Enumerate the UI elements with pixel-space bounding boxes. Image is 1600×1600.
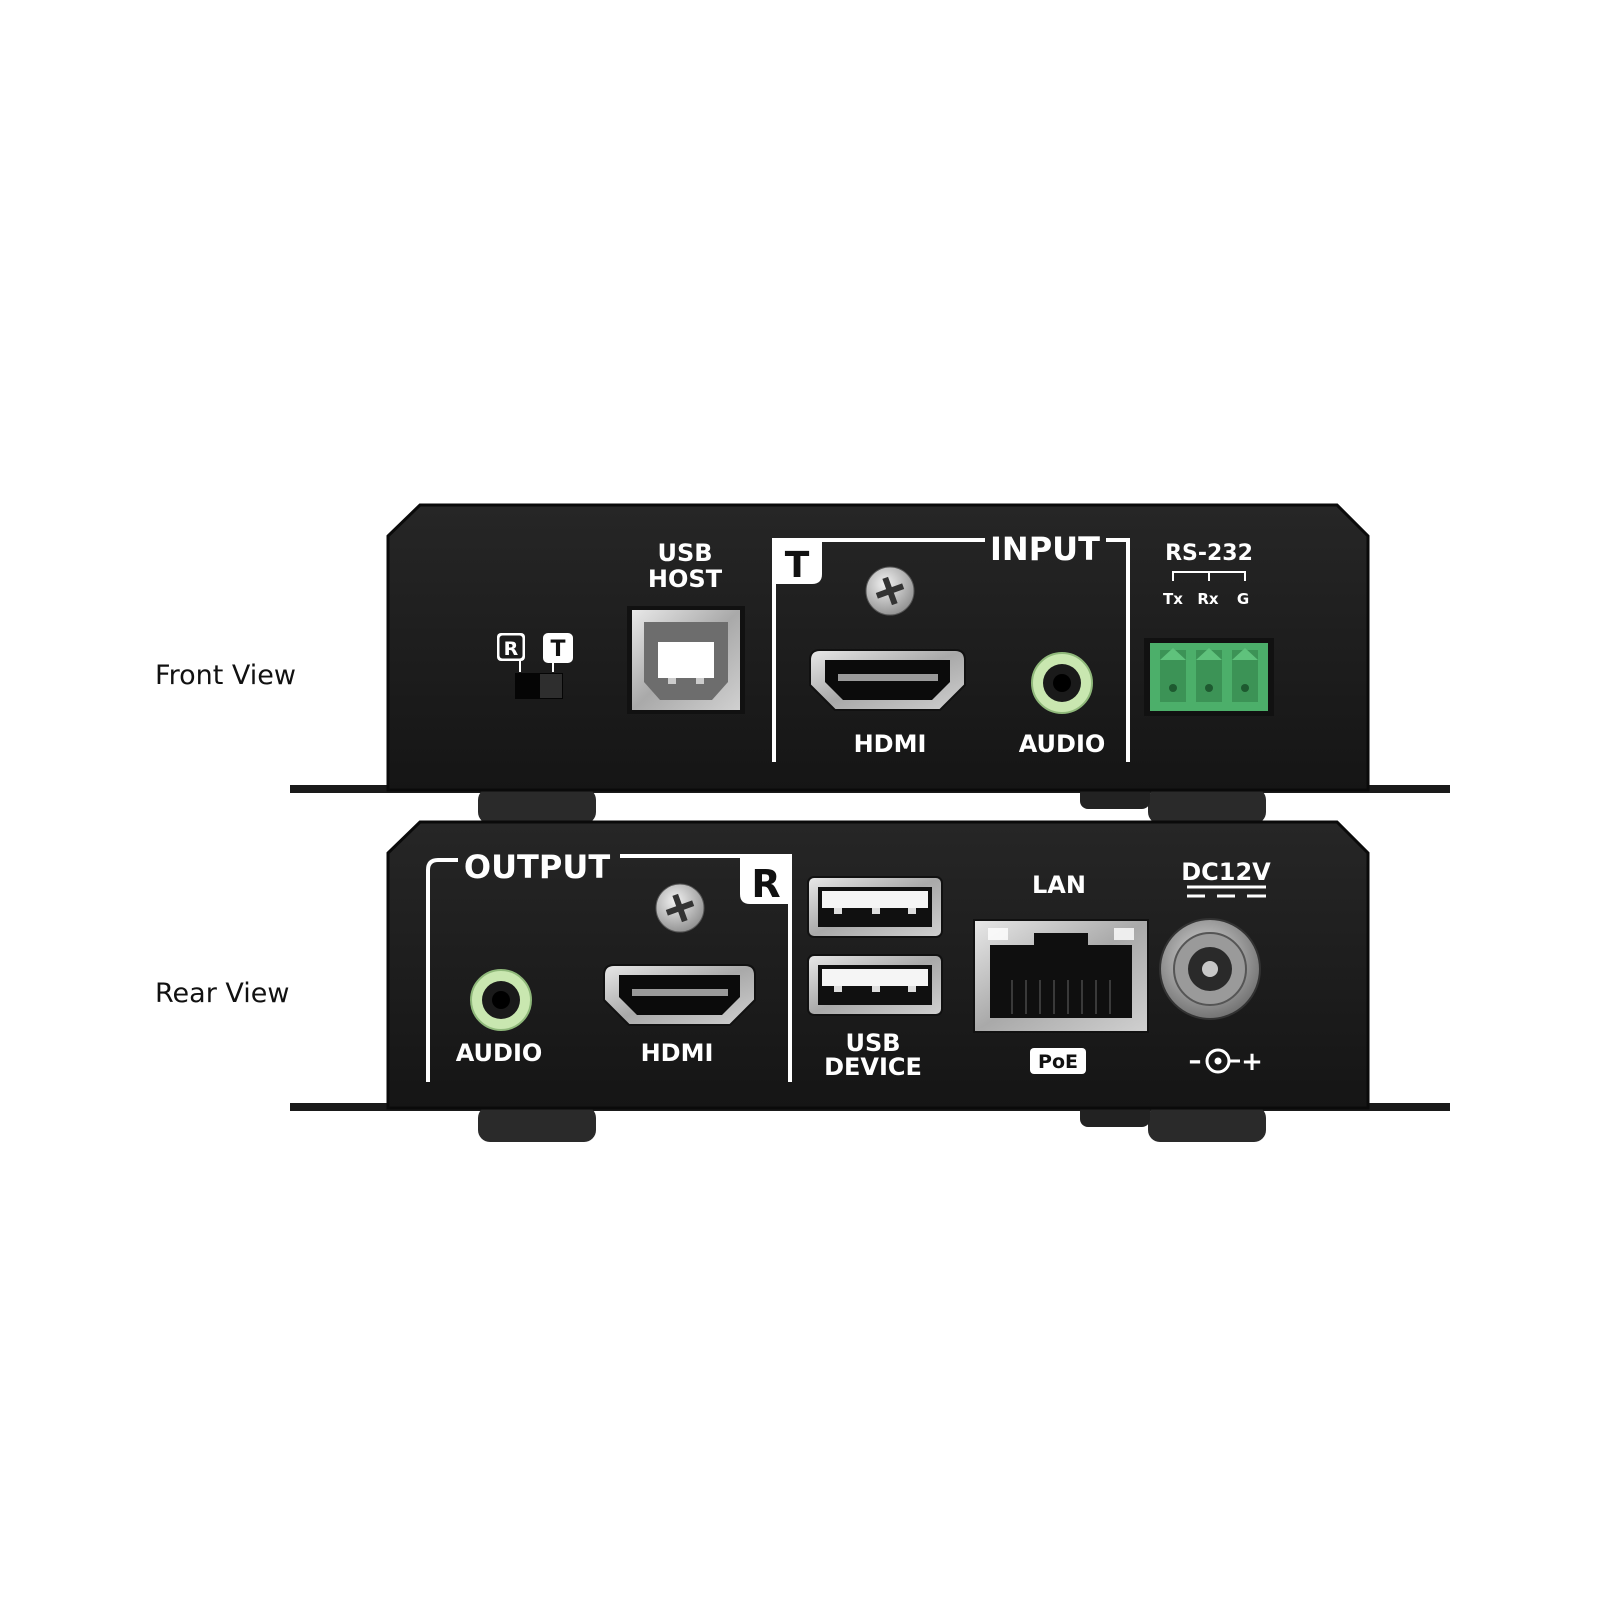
- switch-knob[interactable]: [540, 674, 562, 698]
- usb-device-port-bottom[interactable]: [807, 954, 943, 1016]
- rear-unit: OUTPUT R AUDIO HDMI: [290, 820, 1450, 1142]
- output-section-title: OUTPUT: [464, 848, 610, 886]
- lan-port[interactable]: [973, 919, 1149, 1033]
- rs232-g-label: G: [1237, 590, 1249, 608]
- usb-host-label-line1: USB: [657, 539, 712, 567]
- output-section-frame: OUTPUT R: [426, 848, 792, 1082]
- polarity-plus: +: [1241, 1047, 1263, 1077]
- input-section-badge: T: [785, 545, 810, 586]
- rear-audio-jack[interactable]: [470, 969, 532, 1031]
- poe-label: PoE: [1038, 1051, 1078, 1073]
- rt-switch[interactable]: R T: [497, 633, 573, 699]
- switch-label-r: R: [504, 638, 519, 660]
- input-section-frame: T INPUT: [772, 530, 1130, 762]
- usb-device-label-line2: DEVICE: [824, 1053, 922, 1081]
- output-section-badge: R: [751, 862, 780, 906]
- rs232-bracket: [1172, 571, 1246, 581]
- usb-device-label-line1: USB: [845, 1029, 900, 1057]
- front-hdmi-label: HDMI: [854, 730, 927, 758]
- front-view-label: Front View: [155, 660, 296, 691]
- front-audio-jack[interactable]: [1031, 652, 1093, 714]
- polarity-minus: –: [1189, 1046, 1202, 1076]
- rear-view-label: Rear View: [155, 978, 290, 1009]
- dc-symbol-lines: [1187, 885, 1266, 898]
- front-screw: [865, 566, 915, 616]
- lan-label: LAN: [1032, 871, 1086, 899]
- switch-label-t: T: [550, 637, 565, 662]
- dc-power-jack[interactable]: [1159, 918, 1261, 1020]
- usb-device-port-top[interactable]: [807, 876, 943, 938]
- rear-foot-left: [478, 1106, 596, 1142]
- usb-host-label-line2: HOST: [648, 565, 723, 593]
- rear-hdmi-label: HDMI: [641, 1039, 714, 1067]
- dc-polarity-icon: – +: [1189, 1046, 1263, 1077]
- rs232-label: RS-232: [1165, 541, 1253, 566]
- rear-hdmi-port[interactable]: [603, 964, 756, 1026]
- usb-host-port[interactable]: [627, 606, 745, 714]
- rs232-rx-label: Rx: [1197, 590, 1219, 608]
- front-foot-right: [1148, 788, 1266, 824]
- front-foot-left: [478, 788, 596, 824]
- rs232-terminal-block[interactable]: [1144, 638, 1274, 716]
- poe-badge: PoE: [1030, 1048, 1086, 1074]
- rs232-tx-label: Tx: [1163, 590, 1183, 608]
- input-section-title: INPUT: [990, 530, 1100, 568]
- rear-audio-label: AUDIO: [456, 1039, 543, 1067]
- front-chassis: [386, 503, 1370, 792]
- rear-foot-right: [1148, 1106, 1266, 1142]
- dc-label: DC12V: [1181, 858, 1271, 886]
- front-hdmi-port[interactable]: [809, 649, 966, 711]
- front-audio-label: AUDIO: [1019, 730, 1106, 758]
- rear-screw: [655, 883, 705, 933]
- front-unit: R T USB HOST T INPUT: [290, 503, 1450, 824]
